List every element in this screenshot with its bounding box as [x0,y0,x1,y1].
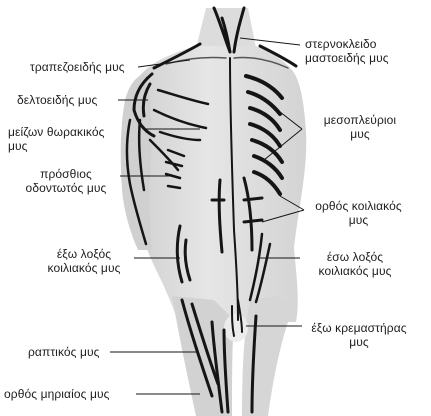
label-intercostal: μεσοπλεύριοι μυς [310,113,410,141]
label-rectus-femoris: ορθός μηριαίος μυς [4,387,110,401]
label-pectoralis-major: μείζων θωρακικός μυς [8,125,105,153]
label-trapezius: τραπεζοειδής μυς [30,60,125,74]
label-sartorius: ραπτικός μυς [28,345,100,359]
groin [224,314,248,342]
label-deltoid: δελτοειδής μυς [17,93,97,107]
label-cremaster-line2: μυς [304,335,414,349]
label-serratus-anterior: πρόσθιος οδοντωτός μυς [12,167,120,195]
label-internal-oblique: έσω λοξός κοιλιακός μυς [302,250,408,278]
label-external-oblique: έξω λοξός κοιλιακός μυς [36,247,132,275]
label-serratus-anterior-line1: πρόσθιος [12,167,120,181]
left-leg [242,296,292,416]
torso [129,46,307,322]
label-sternocleidomastoid-line2: μαστοειδής μυς [305,51,389,65]
label-cremaster-line1: έξω κρεμαστήρας [304,321,414,335]
label-rectus-abdominis: ορθός κοιλιακός μυς [306,199,411,227]
label-sternocleidomastoid: στερνοκλειδο μαστοειδής μυς [305,37,389,65]
label-external-oblique-line2: κοιλιακός μυς [36,261,132,275]
label-pectoralis-major-line1: μείζων θωρακικός [8,125,105,139]
label-serratus-anterior-line2: οδοντωτός μυς [12,181,120,195]
label-intercostal-line2: μυς [310,127,410,141]
label-sternocleidomastoid-line1: στερνοκλειδο [305,37,389,51]
label-intercostal-line1: μεσοπλεύριοι [310,113,410,127]
label-internal-oblique-line1: έσω λοξός [302,250,408,264]
label-cremaster: έξω κρεμαστήρας μυς [304,321,414,349]
label-rectus-abdominis-line1: ορθός κοιλιακός [306,199,411,213]
label-rectus-abdominis-line2: μυς [306,213,411,227]
body-silhouette [121,8,307,416]
label-external-oblique-line1: έξω λοξός [36,247,132,261]
label-pectoralis-major-line2: μυς [8,139,105,153]
label-internal-oblique-line2: κοιλιακός μυς [302,264,408,278]
